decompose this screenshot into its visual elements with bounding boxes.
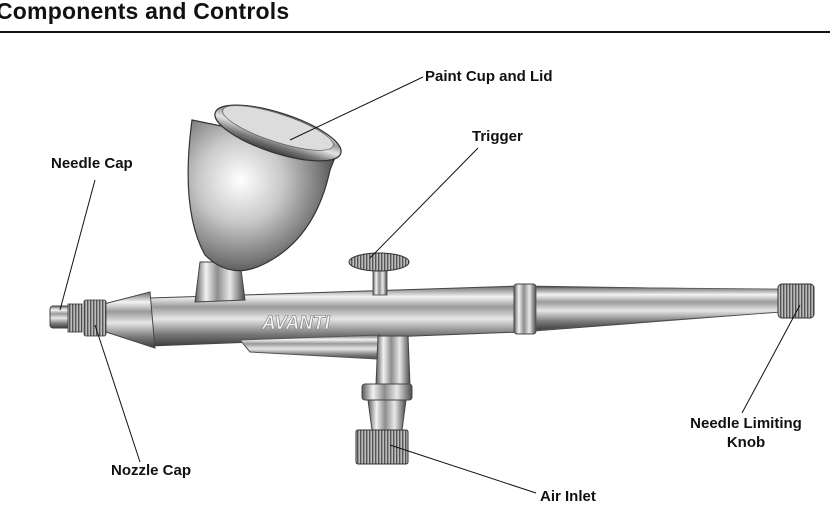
leader-needle-limiting-knob (742, 305, 800, 413)
callout-needle-limiting-knob-line2: Knob (682, 433, 810, 452)
callout-nozzle-cap: Nozzle Cap (111, 461, 191, 480)
leader-needle-cap (60, 180, 95, 310)
callout-needle-limiting-knob-line1: Needle Limiting (682, 414, 810, 433)
leader-paint-cup (290, 77, 423, 140)
callout-needle-cap: Needle Cap (51, 154, 133, 173)
callout-trigger: Trigger (472, 127, 523, 146)
needle-cap (50, 304, 82, 332)
nozzle-cap (84, 300, 106, 336)
brand-mark: AVANTI (261, 313, 331, 334)
callout-paint-cup-and-lid: Paint Cup and Lid (425, 67, 553, 86)
leader-air-inlet (390, 445, 536, 493)
callout-needle-limiting-knob: Needle Limiting Knob (682, 414, 810, 452)
trigger (349, 253, 409, 295)
leader-nozzle-cap (95, 325, 140, 462)
leader-trigger (370, 148, 478, 258)
callout-air-inlet: Air Inlet (540, 487, 596, 506)
